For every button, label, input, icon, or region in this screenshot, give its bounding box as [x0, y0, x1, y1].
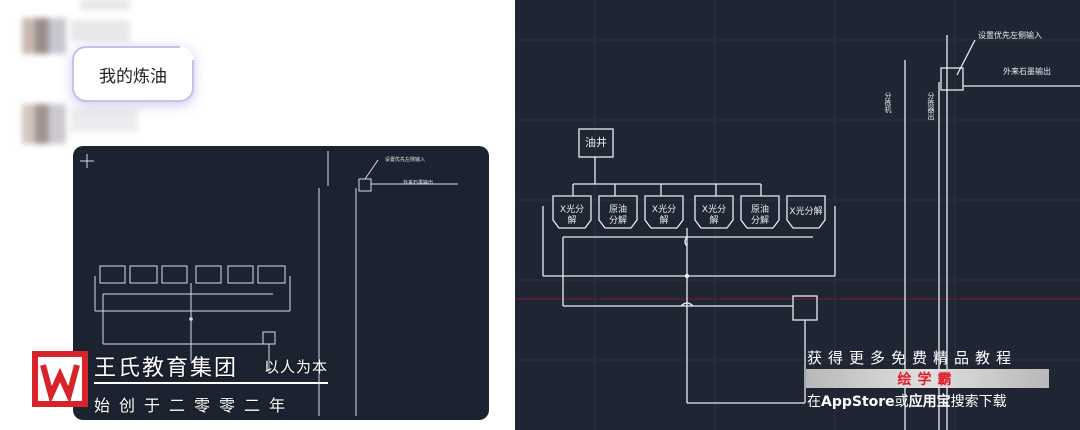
bubble-corner [180, 46, 194, 60]
org-name: 王氏教育集团 [94, 356, 239, 381]
vertical-label-2: 分拣器出 [927, 91, 935, 121]
promo-band: 绘学霸 [806, 369, 1049, 388]
watermark-divider [94, 382, 328, 384]
promo-appstore: AppStore [821, 394, 895, 410]
org-slogan: 以人为本 [264, 358, 329, 376]
unit-label: X光分 [560, 203, 584, 215]
unit-label: 分解 [751, 214, 769, 226]
unit-label: 解 [659, 214, 668, 226]
promo-or: 或 [894, 394, 909, 410]
annotation-output: 外来石墨输出 [1003, 66, 1051, 76]
unit-label: X光分 [702, 203, 726, 215]
promo-prefix: 在 [807, 394, 821, 410]
cad-thumbnail: 设置优先左侧输入 外来石墨输出 [80, 151, 458, 416]
unit-label: 分解 [609, 214, 627, 226]
blurred-name [80, 0, 130, 10]
svg-text:外来石墨输出: 外来石墨输出 [403, 179, 433, 186]
priority-splitter-box [940, 67, 964, 91]
unit-label: X光分解 [789, 205, 822, 217]
svg-text:设置优先左侧输入: 设置优先左侧输入 [385, 156, 425, 163]
oil-well-box [578, 128, 614, 158]
chat-message-bubble[interactable]: 我的炼油 [72, 46, 194, 102]
blurred-name [70, 20, 130, 42]
promo-download-text: 在AppStore或应用宝搜索下载 [807, 391, 1007, 411]
vertical-label-1: 分拣机 [884, 91, 892, 114]
unit-label: 解 [709, 214, 718, 226]
promo-text: 获得更多免费精品教程 [807, 349, 1018, 367]
output-box [792, 295, 818, 321]
unit-label: 解 [567, 214, 576, 226]
wang-education-logo [32, 351, 88, 407]
w-logo-icon [38, 357, 82, 401]
unit-label: 原油 [609, 203, 627, 215]
chat-screenshot-panel: 我的炼油 [0, 0, 515, 430]
unit-label: X光分 [652, 203, 676, 215]
junction-dot [684, 273, 690, 279]
unit-label: 原油 [751, 203, 769, 215]
org-founded: 始创于二零零二年 [94, 396, 295, 415]
blurred-avatar [22, 104, 66, 144]
annotation-priority: 设置优先左侧输入 [978, 30, 1042, 40]
oil-well-label: 油井 [585, 135, 607, 149]
blurred-avatar [22, 18, 66, 54]
promo-brand: 绘学霸 [897, 371, 958, 388]
unit-labels: X光分 解 原油 分解 X光分 解 X光分 解 原油 分解 X光分解 [560, 203, 823, 226]
promo-app: 应用宝 [908, 394, 951, 410]
chat-image-message[interactable]: 设置优先左侧输入 外来石墨输出 [73, 146, 489, 420]
cad-drawing-panel[interactable]: 油井 X光分 解 原油 分解 X光分 解 X光分 解 原油 分解 X光分解 设置… [515, 0, 1080, 430]
promo-suffix: 搜索下载 [950, 394, 1007, 410]
cad-canvas[interactable]: 油井 X光分 解 原油 分解 X光分 解 X光分 解 原油 分解 X光分解 设置… [515, 0, 1080, 430]
chat-message-text: 我的炼油 [99, 66, 167, 87]
blurred-name [70, 108, 138, 132]
